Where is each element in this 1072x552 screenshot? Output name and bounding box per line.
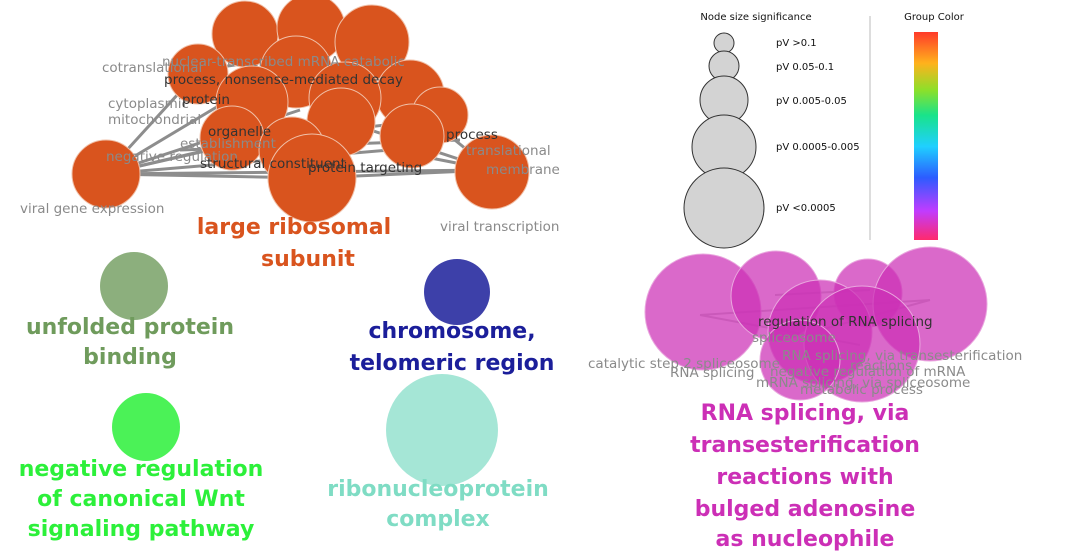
cluster-label-line: unfolded protein bbox=[26, 315, 234, 340]
node[interactable] bbox=[267, 133, 357, 223]
node[interactable] bbox=[454, 134, 530, 210]
cluster-rna-splicing: regulation of RNA splicing spliceosome R… bbox=[588, 246, 1022, 552]
legend-size-circle bbox=[713, 32, 735, 54]
term-label: organelle bbox=[208, 124, 271, 140]
term-label: cotranslational bbox=[102, 60, 202, 76]
term-label: metabolic process bbox=[800, 382, 923, 398]
term-label: mRNA splicing, via spliceosome bbox=[756, 375, 970, 391]
term-label: process, nonsense-mediated decay bbox=[164, 72, 403, 88]
cluster-large-ribosomal-subunit: nuclear-transcribed mRNA catabolic proce… bbox=[20, 0, 560, 272]
node[interactable] bbox=[100, 252, 168, 320]
term-label: viral transcription bbox=[440, 219, 559, 235]
node[interactable] bbox=[167, 43, 229, 105]
cluster-label-line: complex bbox=[386, 507, 489, 532]
node[interactable] bbox=[424, 259, 490, 325]
network-nodes bbox=[71, 0, 530, 223]
cluster-label-line: bulged adenosine bbox=[695, 497, 916, 522]
term-label: RNA splicing, via transesterification bbox=[782, 348, 1022, 364]
term-label: process bbox=[446, 127, 498, 143]
network-nodes bbox=[644, 246, 988, 403]
cluster-label-line: RNA splicing, via bbox=[701, 401, 910, 426]
cluster-label-line: signaling pathway bbox=[28, 517, 255, 542]
cluster-label-line: of canonical Wnt bbox=[37, 487, 245, 512]
cluster-ribonucleoprotein-complex: ribonucleoprotein complex bbox=[327, 374, 549, 532]
cluster-label-line: telomeric region bbox=[350, 351, 555, 376]
legend-color-title: Group Color bbox=[904, 12, 965, 23]
term-label: viral gene expression bbox=[20, 201, 164, 217]
cluster-negative-regulation-wnt: negative regulation of canonical Wnt sig… bbox=[19, 393, 264, 542]
term-label: nuclear-transcribed mRNA catabolic bbox=[162, 54, 405, 70]
cluster-label-line: transesterification bbox=[690, 433, 920, 458]
cluster-chromosome-telomeric-region: chromosome, telomeric region bbox=[350, 259, 555, 376]
term-label: negative regulation of mRNA bbox=[770, 364, 966, 380]
term-label: mitochondrial bbox=[108, 112, 201, 128]
term-label: establishment bbox=[180, 136, 276, 152]
cluster-label-line: chromosome, bbox=[368, 319, 535, 344]
color-gradient-bar bbox=[914, 32, 938, 240]
cluster-label-line: binding bbox=[83, 345, 177, 370]
term-label: spliceosome bbox=[752, 330, 836, 346]
term-label: negative regulation bbox=[106, 149, 238, 165]
term-label: translational bbox=[466, 143, 551, 159]
node[interactable] bbox=[379, 103, 445, 169]
legend-level-label: pV 0.0005-0.005 bbox=[776, 142, 860, 153]
node[interactable] bbox=[386, 374, 498, 486]
legend: Node size significance Group Color pV >0… bbox=[683, 12, 965, 249]
legend-level-label: pV >0.1 bbox=[776, 38, 817, 49]
cluster-label-line: ribonucleoprotein bbox=[327, 477, 549, 502]
cluster-label-line: negative regulation bbox=[19, 457, 264, 482]
term-label: structural constituent bbox=[200, 156, 346, 172]
term-label: protein targeting bbox=[308, 160, 422, 176]
cluster-label-line: subunit bbox=[261, 247, 355, 272]
term-label: protein bbox=[182, 92, 230, 108]
legend-size-title: Node size significance bbox=[700, 12, 811, 23]
legend-level-label: pV <0.0005 bbox=[776, 203, 836, 214]
cluster-label-line: as nucleophile bbox=[716, 527, 895, 552]
term-label: catalytic step 2 spliceosome bbox=[588, 356, 780, 372]
cluster-unfolded-protein-binding: unfolded protein binding bbox=[26, 252, 234, 370]
cluster-label-line: reactions with bbox=[716, 465, 893, 490]
node[interactable] bbox=[71, 139, 141, 209]
legend-level-label: pV 0.005-0.05 bbox=[776, 96, 847, 107]
term-label: RNA splicing bbox=[670, 365, 754, 381]
term-label: reactions bbox=[850, 358, 912, 374]
node[interactable] bbox=[759, 319, 841, 401]
legend-size-circle bbox=[683, 167, 765, 249]
cluster-label-line: large ribosomal bbox=[197, 215, 391, 240]
term-labels: regulation of RNA splicing spliceosome R… bbox=[588, 314, 1022, 398]
term-labels: nuclear-transcribed mRNA catabolic proce… bbox=[20, 54, 560, 235]
term-label: regulation of RNA splicing bbox=[758, 314, 933, 330]
term-label: cytoplasmic bbox=[108, 96, 189, 112]
term-label: membrane bbox=[486, 162, 560, 178]
node[interactable] bbox=[112, 393, 180, 461]
legend-level-label: pV 0.05-0.1 bbox=[776, 62, 834, 73]
